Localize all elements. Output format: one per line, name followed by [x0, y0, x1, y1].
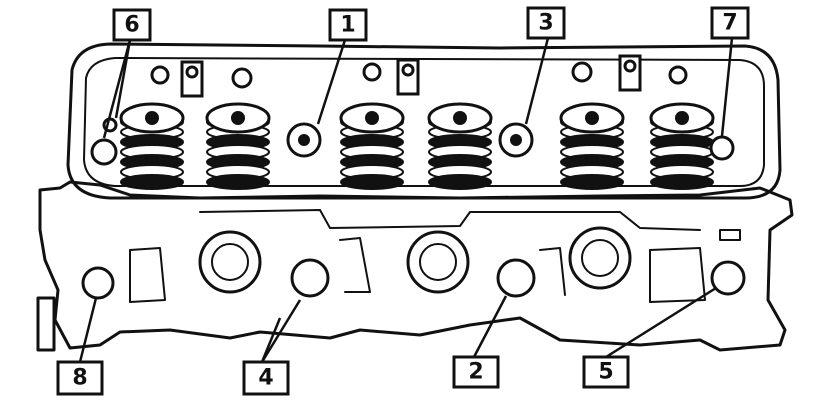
callout-label-1: 1 — [340, 13, 355, 38]
valve-springs — [119, 102, 715, 190]
leader-lines — [78, 37, 734, 363]
callout-1: 1 — [328, 8, 368, 42]
valve-spring — [559, 102, 625, 190]
callout-3: 3 — [526, 6, 566, 40]
callout-label-5: 5 — [598, 360, 613, 385]
valve-spring — [649, 102, 715, 190]
valve-spring — [427, 102, 493, 190]
callout-2: 2 — [452, 355, 500, 389]
head-casting-outline — [38, 180, 794, 352]
callout-label-6: 6 — [124, 13, 139, 38]
callout-label-2: 2 — [468, 360, 483, 385]
gasket-rail-inner — [83, 57, 765, 187]
callout-4: 4 — [242, 360, 290, 396]
gasket-rail-outer — [66, 42, 782, 200]
valve-spring — [339, 102, 405, 190]
callout-label-4: 4 — [258, 366, 273, 391]
callout-6: 6 — [112, 8, 152, 42]
callout-7: 7 — [710, 6, 750, 40]
bolt-8 — [81, 266, 115, 300]
bolt-5 — [710, 260, 746, 296]
left-boss — [36, 296, 56, 352]
callout-label-8: 8 — [72, 366, 87, 391]
top-bolt-holes — [90, 117, 735, 166]
bolt-2 — [496, 258, 536, 298]
callout-label-7: 7 — [722, 11, 737, 36]
lower-body-details — [129, 209, 741, 303]
valve-spring — [205, 102, 271, 190]
rocker-pedestals — [180, 54, 642, 98]
lower-bolt-holes — [81, 258, 746, 300]
bolt-4 — [290, 258, 330, 298]
bolt-7 — [709, 135, 735, 161]
callout-8: 8 — [56, 360, 104, 396]
callout-5: 5 — [582, 355, 630, 389]
spark-plug-wells — [198, 226, 632, 294]
rail-holes — [150, 61, 688, 89]
callout-label-3: 3 — [538, 11, 553, 36]
valve-spring — [119, 102, 185, 190]
